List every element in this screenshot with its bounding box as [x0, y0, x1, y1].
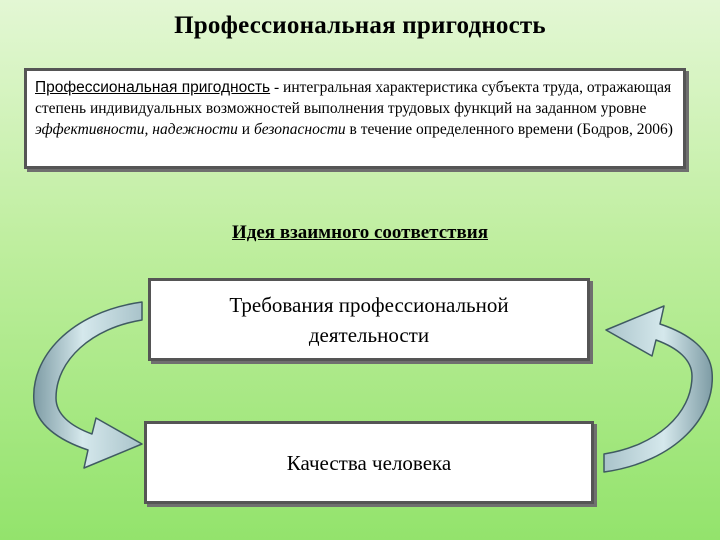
requirements-line-2: деятельности: [308, 322, 430, 347]
definition-italic-2: безопасности: [253, 121, 346, 138]
idea-heading: Идея взаимного соответствия: [231, 222, 489, 243]
slide-title: Профессиональная пригодность: [174, 12, 546, 39]
definition-text-part2: и: [237, 121, 254, 138]
definition-box: Профессиональная пригодность - интеграль…: [24, 68, 686, 169]
curved-arrow-down-icon: [33, 301, 143, 469]
qualities-box: Качества человека: [144, 421, 594, 504]
requirements-label: Требования профессиональной деятельности: [229, 290, 508, 350]
requirements-line-1: Требования профессиональной: [229, 292, 509, 317]
definition-term: Профессиональная пригодность: [35, 79, 271, 96]
curved-arrow-down-shape: [33, 301, 143, 469]
definition-text-part3: в течение определенного времени (Бодров,…: [345, 121, 673, 138]
definition-text-part1: - интегральная характеристика субъекта т…: [35, 79, 672, 117]
requirements-box: Требования профессиональной деятельности: [148, 278, 590, 361]
curved-arrow-up-shape: [603, 305, 713, 473]
definition-italic-1: эффективности, надежности: [35, 121, 238, 138]
qualities-label: Качества человека: [286, 450, 452, 475]
curved-arrow-up-icon: [603, 305, 713, 473]
